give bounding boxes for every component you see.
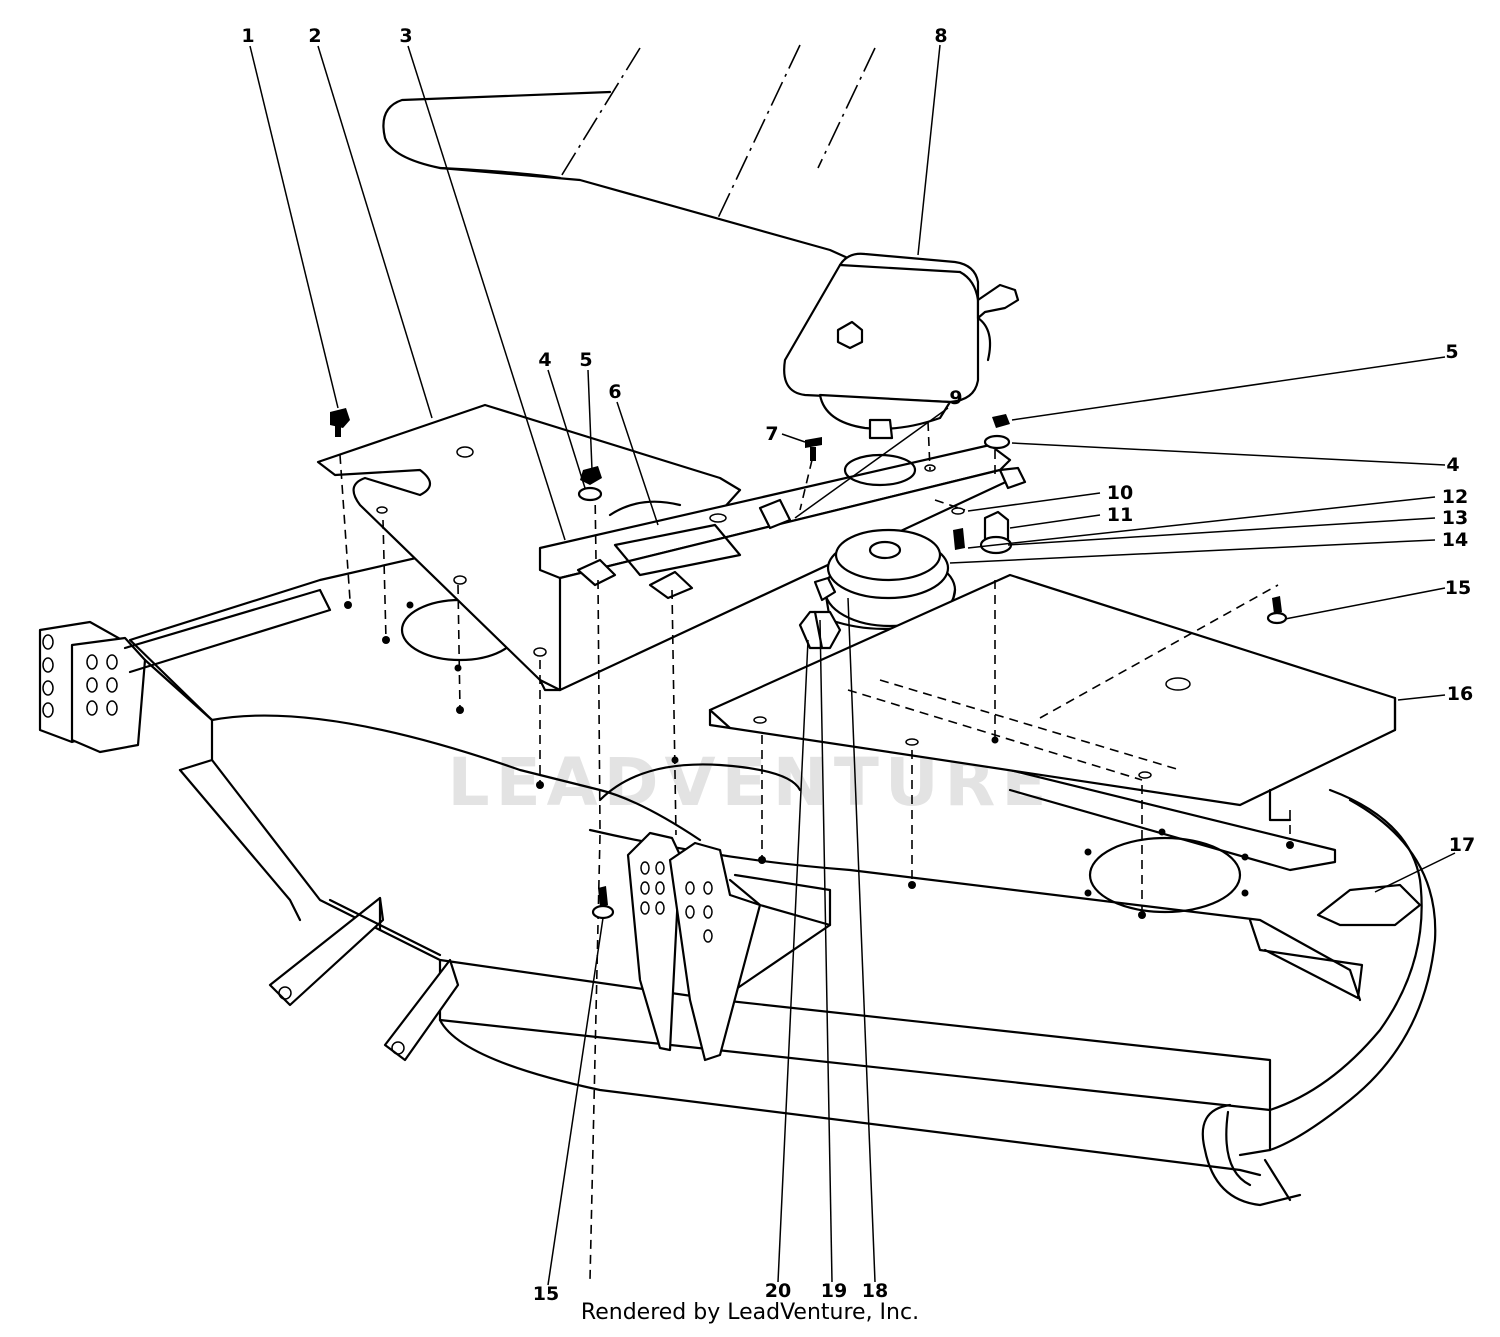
callout-4: 4 (538, 349, 551, 371)
callout-5-right: 5 (1445, 341, 1458, 363)
callout-3: 3 (399, 25, 412, 47)
callout-14: 14 (1442, 529, 1468, 551)
callout-2: 2 (308, 25, 321, 47)
callout-15-bottom: 15 (533, 1283, 559, 1305)
leader-lines (249, 44, 1456, 1286)
front-hitch-arms (268, 896, 460, 1062)
credit-footer: Rendered by LeadVenture, Inc. (580, 1300, 920, 1325)
callout-4-right: 4 (1446, 454, 1459, 476)
fasteners (330, 408, 1288, 920)
assembly-lines (339, 421, 1291, 1281)
mounting-holes (344, 601, 1294, 919)
idler-hardware (951, 507, 1013, 555)
left-cover-plate (316, 403, 742, 692)
callout-17: 17 (1449, 834, 1475, 856)
callout-12: 12 (1442, 486, 1468, 508)
callout-19: 19 (821, 1280, 847, 1302)
callout-10: 10 (1107, 482, 1133, 504)
tractor-frame-outline (382, 44, 876, 270)
callout-8: 8 (934, 25, 947, 47)
gearbox (783, 252, 1020, 440)
callout-7: 7 (765, 423, 778, 445)
callout-18: 18 (862, 1280, 888, 1302)
callout-11: 11 (1107, 504, 1133, 526)
left-hitch-brackets (38, 588, 332, 754)
callout-20: 20 (765, 1280, 791, 1302)
mower-deck-housing (128, 546, 1437, 1207)
bracket-holes-left (42, 634, 118, 718)
callout-1: 1 (241, 25, 254, 47)
pulley-assembly (798, 528, 957, 650)
callouts: 1 2 3 4 5 6 7 8 9 5 4 10 11 12 13 14 15 … (241, 25, 1475, 1305)
callout-6: 6 (608, 381, 621, 403)
callout-15-right: 15 (1445, 577, 1471, 599)
callout-9: 9 (949, 387, 962, 409)
callout-13: 13 (1442, 507, 1468, 529)
callout-5: 5 (579, 349, 592, 371)
center-hitch-brackets (626, 831, 762, 1062)
callout-16: 16 (1447, 683, 1473, 705)
